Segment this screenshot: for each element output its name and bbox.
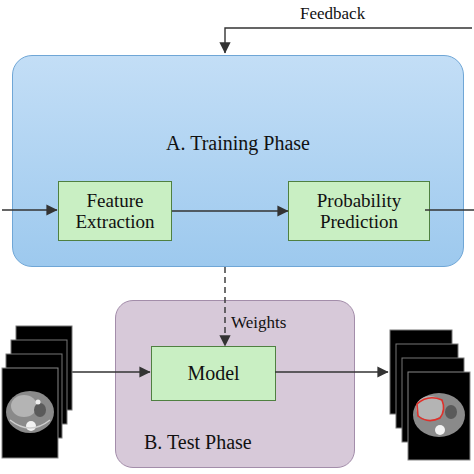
output-arrow xyxy=(275,371,388,372)
edge-label: Weights xyxy=(231,313,286,332)
phase-band: A. Training PhaseFeature Extraction Proba… xyxy=(12,55,464,267)
process-box: Feature Extraction xyxy=(58,181,172,241)
feedback-line xyxy=(225,28,472,53)
connector-arrow xyxy=(172,210,288,211)
input-arrow xyxy=(64,371,150,372)
phase-title: A. Training Phase xyxy=(13,132,463,154)
box-label: Probability Prediction xyxy=(295,190,423,233)
input-arrow xyxy=(2,209,57,210)
label-holder: Feedback xyxy=(300,4,365,23)
edge-label-holder: Weights xyxy=(231,313,286,332)
box-label: Feature Extraction xyxy=(65,190,165,233)
phase-title: B. Test Phase xyxy=(116,431,354,453)
box-label: Model xyxy=(187,362,239,384)
output-line xyxy=(425,209,474,210)
feedback-label: Feedback xyxy=(300,4,365,23)
model-box: Model xyxy=(151,346,276,401)
connector-arrow xyxy=(224,267,225,346)
ct-result-stack xyxy=(390,330,470,460)
ct-image-stack xyxy=(2,326,72,458)
process-box: Probability Prediction xyxy=(288,181,430,241)
